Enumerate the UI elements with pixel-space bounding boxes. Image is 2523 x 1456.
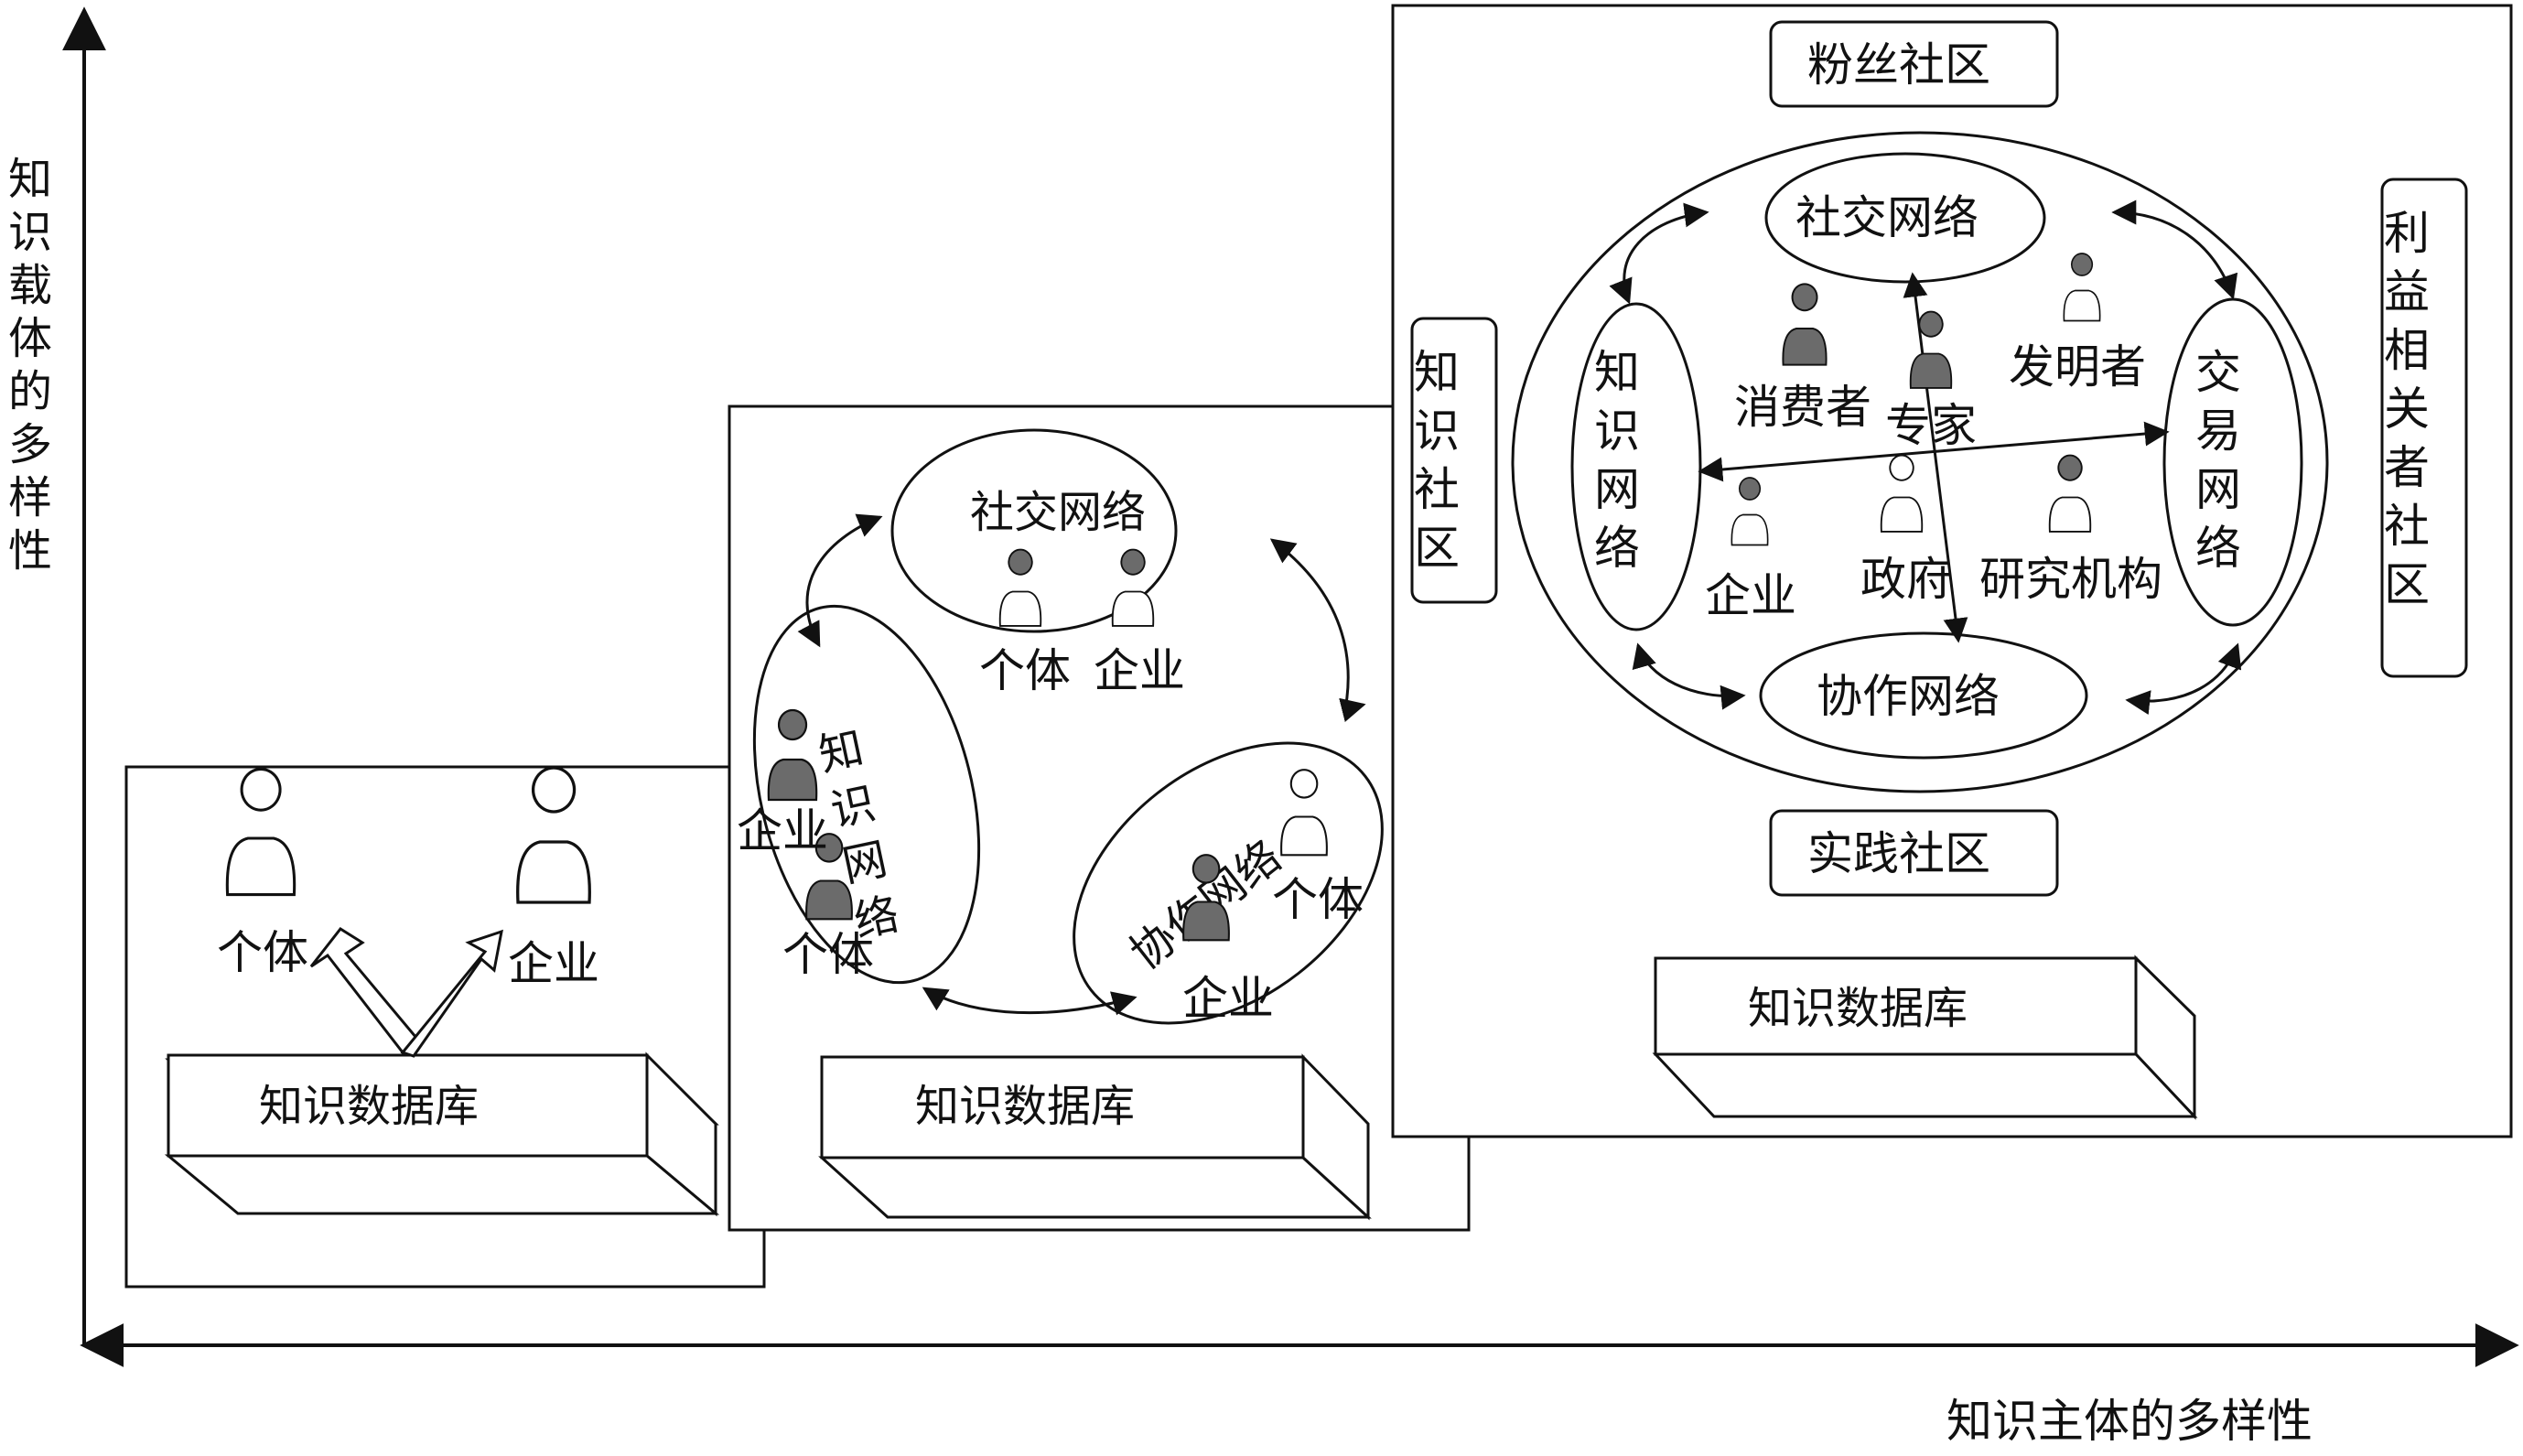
axes xyxy=(62,6,2519,1367)
panel-1-database: 知识数据库 xyxy=(164,1052,720,1217)
panel-2-social-label: 社交网络 xyxy=(970,487,1146,538)
panel-1-label-individual: 个体 xyxy=(217,926,308,979)
panel-3-social-label: 社交网络 xyxy=(1795,191,1979,244)
panel-3-knowledge-label: 知识网络 xyxy=(1587,348,1640,582)
panel-2-social-network xyxy=(890,428,1178,633)
panel-2-knowledge-people-2: 个体 xyxy=(782,928,874,981)
panel-3-inventor-label: 发明者 xyxy=(2009,340,2146,394)
panel-3-research-label: 研究机构 xyxy=(1979,553,2162,606)
panel-3-collab-label: 协作网络 xyxy=(1817,670,2000,723)
panel-2-knowledge-people-1: 企业 xyxy=(737,804,828,857)
panel-2-social-people: 个体 xyxy=(979,644,1071,697)
panel-3-trade-label: 交易网络 xyxy=(2188,348,2241,582)
panel-3-consumer-label: 消费者 xyxy=(1734,381,1871,434)
panel-3-inventor-person xyxy=(2063,253,2101,322)
panel-3-fan-community-box xyxy=(1769,20,2059,108)
panel-1-label-enterprise: 企业 xyxy=(508,937,599,990)
panel-3-stakeholder-community: 利益相关者社区 xyxy=(2377,209,2430,619)
panel-2-social-person-2 xyxy=(1111,548,1155,627)
panel-3-enterprise-person xyxy=(1731,477,1769,546)
panel-3-knowledge-community-box xyxy=(1410,317,1498,604)
panel-2-collab-people-2: 企业 xyxy=(1182,972,1274,1025)
panel-3-fan-community: 粉丝社区 xyxy=(1807,38,1990,92)
panel-2-social-people-2: 企业 xyxy=(1094,644,1185,697)
panel-3-government-label: 政府 xyxy=(1860,553,1952,606)
panel-2-database-label: 知识数据库 xyxy=(915,1081,1135,1132)
panel-3-practice-community: 实践社区 xyxy=(1807,827,1990,880)
y-axis-label: 知识载体的多样性 xyxy=(0,156,51,580)
panel-1: 知识数据库 个体 企业 xyxy=(124,765,766,1289)
panel-3-curved-arrows xyxy=(1609,200,2242,716)
panel-3-research-person xyxy=(2048,454,2092,533)
panel-1-hollow-arrows xyxy=(309,927,503,1058)
panel-3-enterprise-label: 企业 xyxy=(1705,569,1796,622)
panel-2-social-person-1 xyxy=(998,548,1042,627)
panel-3-practice-community-box xyxy=(1769,809,2059,897)
panel-3: 粉丝社区 实践社区 知识社区 利益相关者社区 社交网络 协作网络 知识网络 交易… xyxy=(1391,4,2513,1138)
panel-2-database: 知识数据库 xyxy=(818,1053,1372,1221)
panel-2-arrows xyxy=(797,513,1366,1016)
panel-1-database-label: 知识数据库 xyxy=(259,1081,479,1132)
x-axis-label: 知识主体的多样性 xyxy=(1946,1395,2313,1448)
panel-3-cross-arrows xyxy=(1698,272,2170,643)
panel-3-database: 知识数据库 xyxy=(1652,954,2198,1120)
panel-2-collab-people-1: 个体 xyxy=(1272,873,1364,926)
panel-3-expert-label: 专家 xyxy=(1885,399,1977,452)
panel-3-knowledge-community: 知识社区 xyxy=(1407,348,1460,582)
panel-3-database-label: 知识数据库 xyxy=(1748,983,1968,1034)
panel-2: 知识数据库 社交网络 个体 企业 知识网络 企业 个体 协作网络 个体 企业 xyxy=(728,404,1471,1232)
panel-3-stakeholder-community-box xyxy=(2380,178,2468,678)
